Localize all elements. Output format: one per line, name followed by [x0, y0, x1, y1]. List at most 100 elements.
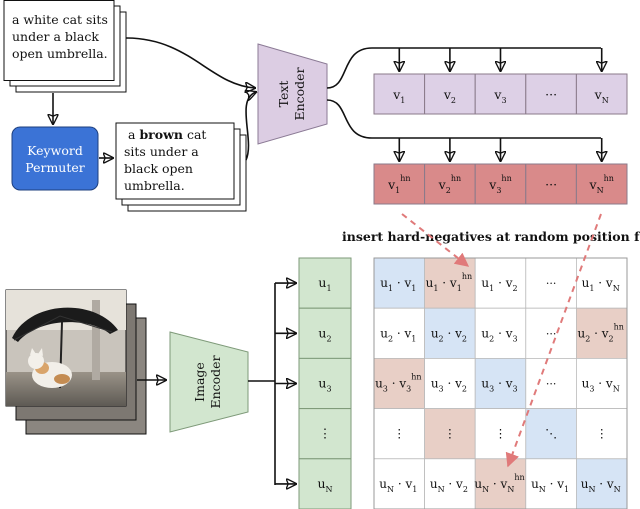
matrix-label: u2 · v2hn	[577, 322, 623, 343]
matrix-label: u3 · vN	[582, 377, 620, 394]
v-label-dots: ···	[545, 87, 557, 102]
hard-negative-insert-arrows	[401, 213, 602, 468]
matrix-label: u1 · v1hn	[426, 272, 472, 293]
text-encoder-line-2: Encoder	[292, 67, 307, 120]
u-cell-3	[298, 357, 352, 410]
v-cell-dots	[525, 73, 577, 115]
u-label-dots: ⋮	[319, 426, 332, 441]
matrix-cell-diag	[474, 357, 527, 409]
permuted-line-1: a brown cat	[128, 127, 206, 142]
matrix-label: ⋮	[444, 427, 456, 441]
v-label-3: v3	[493, 87, 506, 105]
caption-stack: a white cat sits under a black open umbr…	[3, 0, 127, 93]
matrix-label: uN · vNhn	[474, 473, 524, 494]
connectors-encoder-out	[326, 47, 601, 139]
image-vector-column: u1 u2 u3 ⋮ uN	[298, 257, 352, 509]
matrix-cell-neg	[424, 408, 476, 460]
caption-line-1: a white cat sits	[12, 12, 108, 27]
matrix-label: u2 · v1	[380, 326, 416, 343]
keyword-permuter-box: Keyword Permuter	[11, 126, 99, 191]
text-encoder-line-1: Text	[276, 81, 291, 108]
matrix-label: u2 · v3	[481, 326, 517, 343]
hn-cell-3	[474, 163, 527, 205]
permuted-line-3: black open	[124, 161, 193, 176]
matrix-cell-plain	[576, 408, 628, 460]
matrix-label: ···	[546, 327, 557, 340]
u-cell-1	[298, 257, 352, 309]
v-cell-1	[373, 73, 426, 115]
u-cell-dots	[298, 408, 352, 460]
matrix-label: u1 · v2	[481, 276, 517, 293]
v-cell-N	[575, 73, 628, 115]
matrix-label: ⋮	[596, 427, 608, 441]
matrix-cell-plain	[474, 408, 527, 460]
permuted-line-2: sits under a	[124, 144, 199, 159]
matrix-label: uN · vN	[581, 477, 621, 494]
matrix-label: u3 · v3	[481, 377, 517, 394]
u-label-N: uN	[317, 476, 332, 494]
hn-label-3: v3hn	[488, 174, 511, 195]
permuter-line-1: Keyword	[27, 143, 83, 158]
v-label-2: v2	[443, 87, 456, 105]
matrix-label: ···	[546, 378, 557, 391]
permuted-keyword: brown	[139, 127, 183, 142]
matrix-label: u1 · vN	[582, 276, 620, 293]
matrix-label: uN · v1	[379, 477, 417, 494]
matrix-label: ⋮	[393, 427, 405, 441]
matrix-cell-plain	[373, 458, 425, 509]
permuted-line-4: umbrella.	[124, 178, 185, 193]
text-encoder: Text Encoder	[257, 43, 328, 145]
hn-label-N: vNhn	[589, 174, 614, 195]
hn-cell-dots	[525, 163, 577, 205]
matrix-cell-diag	[576, 458, 628, 509]
permuter-line-2: Permuter	[25, 160, 85, 175]
matrix-cell-neg	[576, 307, 628, 359]
permuted-caption-stack: a brown cat sits under a black open umbr…	[115, 122, 247, 212]
matrix-label: u2 · v2	[431, 326, 467, 343]
matrix-cell-plain	[474, 257, 527, 309]
image-encoder: Image Encoder	[169, 331, 249, 433]
matrix-label: u3 · v2	[431, 377, 467, 394]
matrix-cell-plain	[424, 357, 476, 409]
matrix-label: u3 · v3hn	[375, 373, 421, 394]
cat-photo	[5, 289, 127, 407]
matrix-label: ⋮	[495, 427, 507, 441]
connectors-text	[53, 37, 256, 160]
matrix-cell-plain	[474, 307, 527, 359]
connectors-image-out	[248, 283, 276, 485]
image-stack	[5, 289, 147, 435]
matrix-label: ···	[546, 277, 557, 290]
matrix-cell-plain	[424, 458, 476, 509]
matrix-cell-diag	[373, 257, 425, 309]
hn-cell-N	[575, 163, 628, 205]
caption-line-2: under a black	[12, 29, 99, 44]
hn-cell-2	[424, 163, 476, 205]
similarity-matrix: u1 · v1 u1 · v1hn u1 · v2 ··· u1 · vN u2 · v1…	[373, 257, 628, 509]
v-label-N: vN	[594, 87, 609, 105]
matrix-label: uN · v2	[430, 477, 468, 494]
hn-label-1: v1hn	[387, 174, 410, 195]
matrix-cell-neg	[373, 357, 425, 409]
hn-cell-1	[373, 163, 426, 205]
v-label-1: v1	[392, 87, 405, 105]
text-vector-row: v1 v2 v3 ··· vN	[373, 73, 628, 115]
caption-line-3: open umbrella.	[12, 46, 108, 61]
hn-label-dots: ···	[545, 177, 557, 192]
u-label-2: u2	[318, 325, 331, 343]
matrix-label: uN · v1	[531, 477, 569, 494]
vector-arrows	[399, 48, 601, 161]
matrix-border	[373, 257, 628, 509]
u-cell-2	[298, 307, 352, 359]
image-encoder-line-1: Image	[192, 362, 207, 402]
v-cell-2	[424, 73, 476, 115]
image-encoder-line-2: Encoder	[208, 355, 223, 408]
matrix-label: ⋱	[545, 427, 557, 441]
matrix-label: u1 · v1	[380, 276, 416, 293]
u-label-3: u3	[318, 376, 331, 394]
insert-note: insert hard-negatives at random position…	[342, 229, 640, 248]
matrix-cell-plain	[525, 458, 577, 509]
u-label-1: u1	[318, 275, 331, 293]
